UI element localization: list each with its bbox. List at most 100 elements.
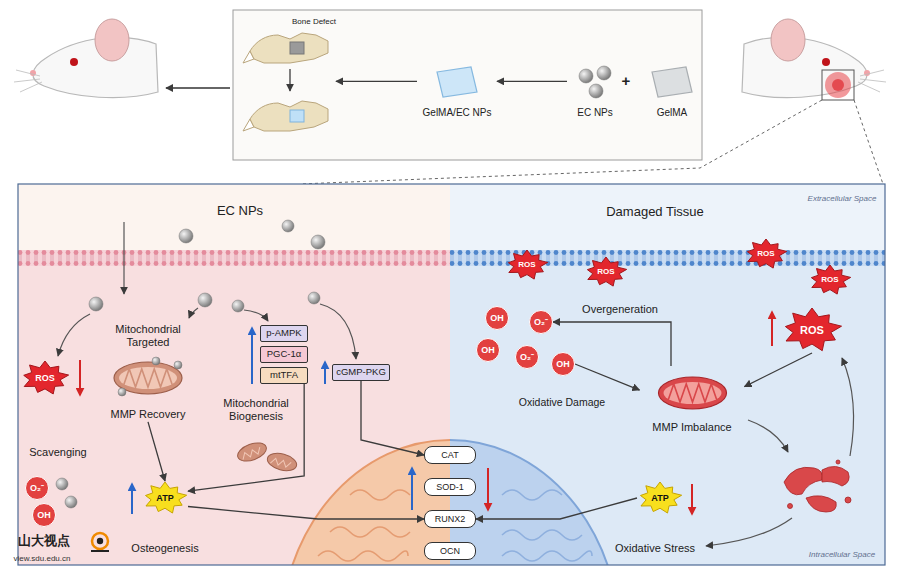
decrease-arrow (79, 360, 81, 395)
logo-base (91, 550, 109, 552)
extracellular-left (18, 184, 450, 250)
nucleus-half (450, 440, 620, 565)
nanoparticle (152, 357, 160, 365)
small-mitochondrion (235, 439, 269, 464)
plus-sign: + (622, 72, 631, 89)
superoxide-circle: O₂⁻ (529, 310, 553, 334)
mito-debris (836, 460, 840, 464)
node-text: OH (556, 359, 570, 369)
increase-arrow (324, 362, 326, 384)
star-outline (747, 239, 786, 268)
node-illustration (647, 58, 697, 106)
star-outline (587, 257, 626, 286)
node-picture (567, 58, 623, 106)
node-illustration (100, 349, 196, 407)
star-outline (508, 250, 547, 279)
process-arrow (748, 420, 788, 452)
mandible-defect: Bone Defect (240, 16, 336, 139)
small-mitochondrion (265, 450, 298, 473)
mito-fragment (784, 467, 822, 495)
connector-arrow (148, 422, 165, 481)
pictogram (114, 357, 182, 396)
nanoparticle (282, 220, 294, 232)
cristae (270, 457, 291, 468)
decrease-arrow (691, 484, 693, 514)
ros-star: ROS (505, 249, 549, 281)
watermark-text: 山大视点 (18, 534, 70, 549)
star-outline (811, 265, 850, 294)
pictogram (579, 66, 611, 98)
process-label: Scavenging (29, 446, 87, 459)
process-label: Mitochondrial Biogenesis (214, 397, 298, 422)
uptake-arrow (320, 304, 356, 359)
node-text: ATP (651, 493, 668, 503)
nucleus-left (280, 440, 450, 565)
node-text: p-AMPK (266, 328, 301, 339)
increase-arrow (131, 484, 133, 514)
atp-star: ATP (142, 481, 188, 515)
node-text: mtTFA (270, 370, 298, 381)
gene-box: RUNX2 (424, 510, 476, 528)
composite-hydrogel: GelMA/EC NPs (417, 58, 497, 120)
region-label: Intracellular Space (809, 550, 875, 559)
nanoparticle (65, 496, 77, 508)
connector-arrow (361, 381, 424, 456)
logo-dot (97, 538, 103, 544)
node-text: GelMA (657, 106, 688, 120)
mandible (243, 33, 328, 63)
mito-debris (845, 497, 851, 503)
outcome-label: Oxidative Stress (615, 542, 695, 555)
node-picture (640, 366, 745, 420)
right-rat (742, 19, 886, 98)
node-text: OH (37, 510, 51, 520)
nanoparticle (311, 235, 325, 249)
pictogram (243, 33, 328, 131)
increase-arrow (251, 328, 253, 384)
node-illustration (640, 366, 745, 420)
connector-arrow (745, 353, 813, 387)
cristae (241, 447, 262, 459)
mito-fragment (806, 496, 836, 512)
node-text: SOD-1 (436, 482, 464, 492)
node-text: Bone Defect (292, 16, 336, 27)
mitochondrion-outer (658, 377, 726, 409)
nanoparticle (589, 84, 603, 98)
connector-arrow (336, 81, 417, 82)
chromatin (502, 490, 592, 561)
star-outline (641, 482, 682, 513)
ros-star: ROS (744, 238, 788, 270)
node-picture (240, 27, 336, 139)
rat-ear (771, 19, 805, 61)
mito-fragment (822, 466, 849, 486)
uptake-arrow (58, 314, 90, 356)
watermark-url: view.sdu.edu.cn (14, 554, 71, 563)
node-text: cGMP-PKG (336, 367, 386, 378)
process-arrow (842, 358, 854, 456)
nanoparticle (179, 229, 193, 243)
increase-arrows (132, 328, 412, 514)
mitochondrion-inner (119, 367, 177, 389)
node-text: ROS (757, 249, 774, 258)
extracellular-right (450, 184, 885, 250)
node-text: O₂⁻ (534, 317, 548, 327)
hydroxyl-circle: OH (485, 306, 509, 330)
zoom-leader (300, 100, 883, 184)
pictogram (658, 377, 726, 409)
node-picture (100, 349, 196, 407)
hydrogel-block: GelMA (647, 58, 697, 120)
connector-arrow (497, 81, 567, 82)
nanoparticle (118, 388, 126, 396)
nanoparticle-cluster: EC NPs (567, 58, 623, 120)
rat-whiskers (14, 70, 42, 92)
jaw-bone (250, 101, 328, 131)
section-heading: Damaged Tissue (606, 205, 704, 220)
uptake-arrow (123, 222, 124, 294)
damaged-mitochondrion (784, 460, 851, 512)
defect-site (290, 110, 304, 122)
nanoparticle (597, 66, 611, 80)
node-text: ROS (518, 260, 535, 269)
ros-star: ROS (584, 256, 628, 288)
nanoparticle (56, 478, 68, 490)
zoom-box (822, 70, 854, 100)
